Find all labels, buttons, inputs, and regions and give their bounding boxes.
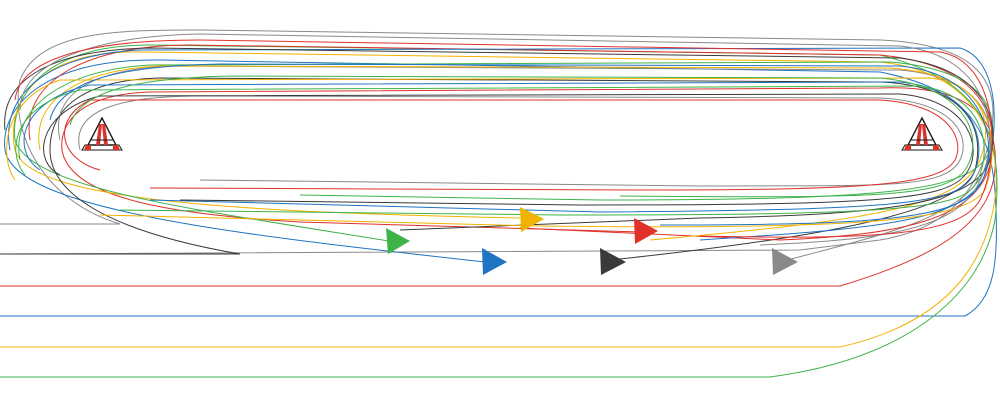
lap-black-3: [43, 93, 974, 206]
loop-trails: [0, 29, 998, 378]
lap-green-2: [18, 61, 994, 201]
trail-red: [0, 87, 996, 287]
trail-green: [0, 44, 998, 378]
lap-gray-4: [19, 33, 990, 246]
lap-blue-2: [8, 47, 995, 241]
trail-blue: [0, 59, 997, 317]
trail-black: [0, 77, 979, 261]
lap-blue-3: [23, 81, 980, 213]
traffic-cone-icon: [81, 116, 123, 151]
lap-blue-4: [49, 63, 990, 226]
lap-green-3: [15, 85, 985, 216]
player-markers: [386, 207, 798, 275]
traffic-cone-icon: [901, 116, 943, 151]
player-arrow-gray[interactable]: [772, 248, 798, 275]
player-arrow-red[interactable]: [634, 218, 658, 244]
trail-gray: [0, 29, 994, 255]
lap-red-2: [28, 44, 994, 241]
lap-red-3: [64, 99, 959, 191]
lap-green-4: [69, 75, 974, 198]
player-arrow-green[interactable]: [386, 228, 410, 254]
player-arrow-blue[interactable]: [482, 248, 507, 275]
player-arrow-black[interactable]: [600, 248, 626, 275]
lap-gray-3: [78, 95, 964, 187]
lap-red-4: [14, 39, 993, 238]
lap-black-2: [4, 47, 994, 231]
lap-yellow-2: [38, 65, 987, 241]
player-arrow-yellow[interactable]: [520, 207, 544, 232]
lap-yellow-3: [6, 77, 993, 228]
